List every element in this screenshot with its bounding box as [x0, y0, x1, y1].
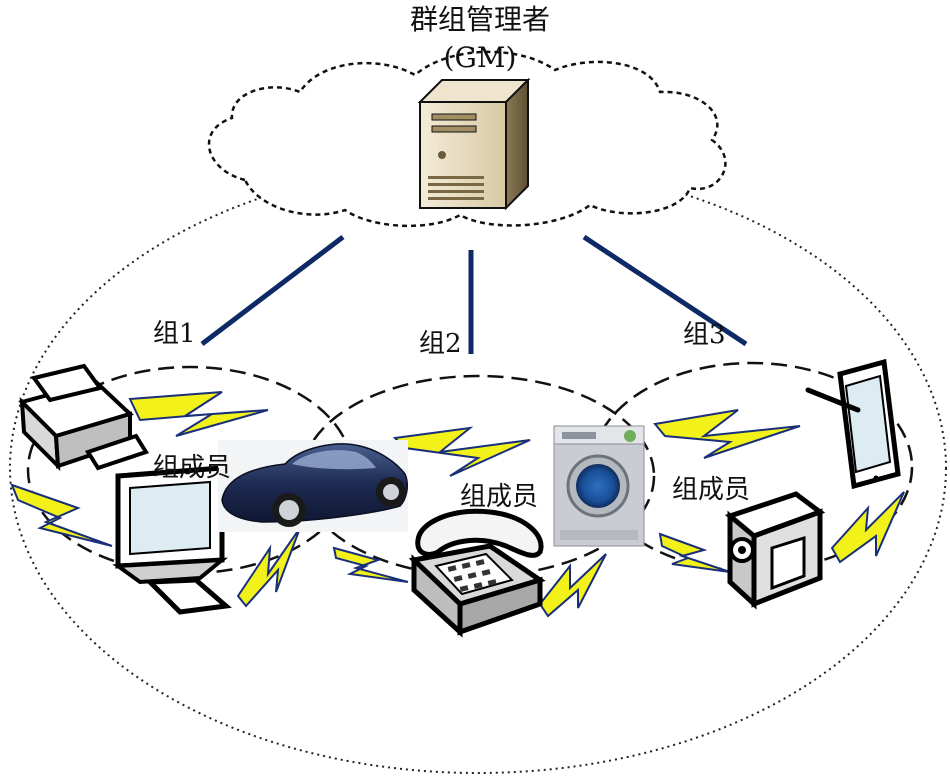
lightning-bolt	[128, 391, 269, 437]
server-icon	[417, 77, 531, 211]
lightning-bolt	[658, 532, 731, 573]
gm-title: 群组管理者	[409, 3, 550, 36]
link-gm-group3	[582, 234, 748, 347]
washing-machine-icon	[553, 425, 645, 547]
monitor-icon	[112, 465, 232, 615]
video-camera-icon	[724, 491, 826, 610]
lightning-bolt	[538, 553, 607, 618]
lightning-bolt	[236, 527, 301, 608]
gm-abbr: (GM)	[443, 41, 517, 74]
lightning-bolt	[653, 409, 801, 459]
network-boundary	[9, 162, 947, 774]
group2-label: 组2	[419, 329, 462, 359]
group2-member-label: 组成员	[460, 482, 539, 512]
lightning-bolt	[10, 483, 113, 547]
printer-icon	[18, 363, 150, 472]
group3-member-label: 组成员	[672, 475, 751, 505]
telephone-icon	[408, 508, 546, 638]
lightning-bolt	[830, 491, 905, 564]
tablet-icon	[805, 358, 901, 490]
lightning-bolt	[392, 426, 531, 477]
lightning-bolt	[332, 546, 409, 583]
group1-member-label: 组成员	[153, 453, 232, 483]
group3-label: 组3	[683, 320, 726, 350]
link-gm-group1	[200, 235, 345, 346]
group1-label: 组1	[153, 319, 196, 349]
car-image	[218, 440, 408, 532]
